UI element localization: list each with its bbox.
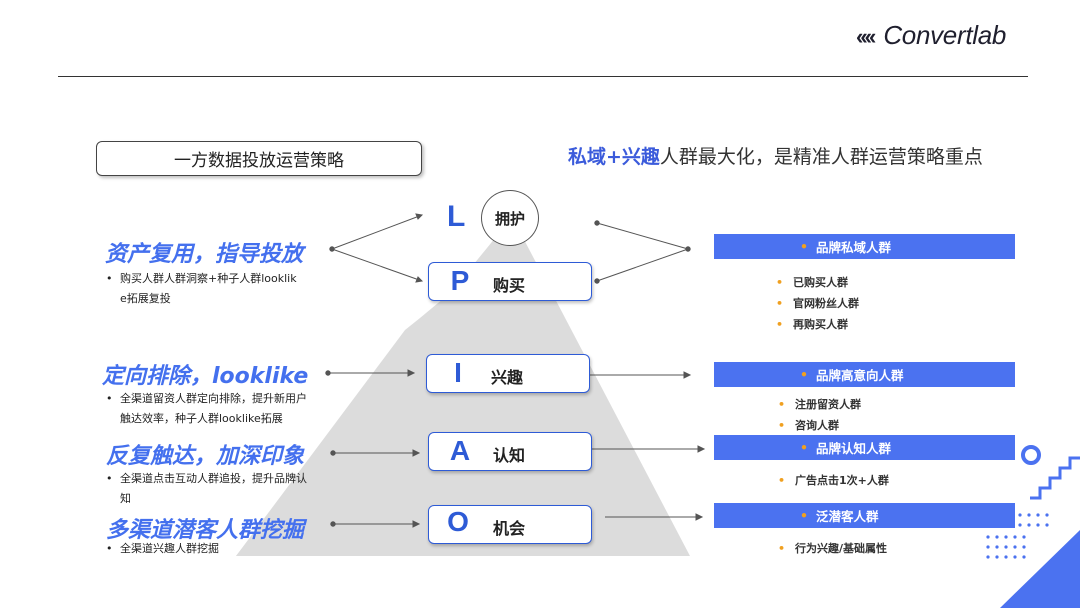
strategy-title-box: 一方数据投放运营策略: [96, 141, 422, 176]
arrow-head: [412, 520, 421, 528]
connector-right-1a: [596, 222, 689, 250]
header-divider: [58, 76, 1028, 77]
connector-dot: [330, 521, 336, 527]
stage-p-box: P 购买: [428, 262, 592, 301]
stage-o-word: 机会: [493, 519, 526, 538]
deco-stairs: [1030, 456, 1080, 500]
arrow-head: [695, 513, 704, 521]
stage-i-box: I 兴趣: [426, 354, 590, 393]
connector-dot: [325, 370, 331, 376]
right-header-1: •品牌私域人群: [714, 234, 1015, 259]
right-item: •官网粉丝人群: [776, 297, 860, 310]
connector-dot: [594, 220, 600, 226]
stage-i-letter: I: [454, 357, 462, 388]
arrow-head: [412, 449, 421, 457]
stage-l-letter: L: [447, 200, 466, 233]
left-bullet-1: • 购买人群人群洞察+种子人群looklik e拓展复投: [106, 272, 297, 305]
arrow-head: [683, 371, 692, 379]
connector-dot: [330, 450, 336, 456]
logo-mark: ‹‹‹‹: [856, 24, 876, 49]
left-bullet-3: • 全渠道点击互动人群追投，提升品牌认 知: [106, 472, 307, 505]
left-title-2: 定向排除，looklike: [102, 364, 309, 389]
right-item: •行为兴趣/基础属性: [778, 542, 888, 555]
deco-triangle: [1000, 530, 1080, 608]
connector-dot: [594, 278, 600, 284]
connector-right-1b: [596, 248, 689, 282]
right-header-3: •品牌认知人群: [714, 435, 1015, 460]
logo-text: Convertlab: [883, 20, 1007, 50]
left-title-3: 反复触达，加深印象: [106, 444, 305, 469]
right-header-2: •品牌高意向人群: [714, 362, 1015, 387]
deco-ring: [1021, 445, 1041, 465]
right-item: •咨询人群: [778, 419, 840, 432]
right-item: •广告点击1次+人群: [778, 474, 889, 487]
connector-left-1a: [331, 214, 423, 250]
right-item: •已购买人群: [776, 276, 849, 289]
stage-l-circle: 拥护: [481, 190, 539, 246]
left-bullet-4: • 全渠道兴趣人群挖掘: [106, 542, 219, 555]
stage-p-letter: P: [450, 265, 470, 296]
decoration-group: [986, 445, 1080, 608]
arrow-head: [415, 276, 424, 283]
stage-o-box: O 机会: [428, 505, 592, 544]
left-title-4: 多渠道潜客人群挖掘: [106, 518, 305, 543]
stage-a-word: 认知: [493, 446, 526, 465]
stage-a-letter: A: [449, 435, 471, 466]
headline-rest: 人群最大化，是精准人群运营策略重点: [659, 146, 983, 168]
left-title-1: 资产复用，指导投放: [105, 242, 304, 267]
right-header-4: •泛潜客人群: [714, 503, 1015, 528]
stage-o-letter: O: [447, 506, 469, 537]
stage-i-word: 兴趣: [491, 368, 524, 387]
connector-left-1b: [331, 248, 423, 282]
left-bullet-2: • 全渠道留资人群定向排除，提升新用户 触达效率，种子人群looklike拓展: [106, 392, 307, 425]
headline: 私域+兴趣人群最大化，是精准人群运营策略重点: [568, 142, 983, 169]
stage-p-word: 购买: [493, 276, 526, 295]
right-item: •再购买人群: [776, 318, 849, 331]
connector-dot: [329, 246, 335, 252]
right-item: •注册留资人群: [778, 398, 862, 411]
pyramid-body: [236, 232, 690, 556]
headline-highlight: 私域+兴趣: [568, 146, 660, 168]
connector-dot: [685, 246, 691, 252]
arrow-head: [697, 445, 706, 453]
stage-a-box: A 认知: [428, 432, 592, 471]
arrow-head: [407, 369, 416, 377]
convertlab-logo: ‹‹‹‹ Convertlab: [856, 20, 1006, 51]
arrow-head: [415, 213, 424, 220]
